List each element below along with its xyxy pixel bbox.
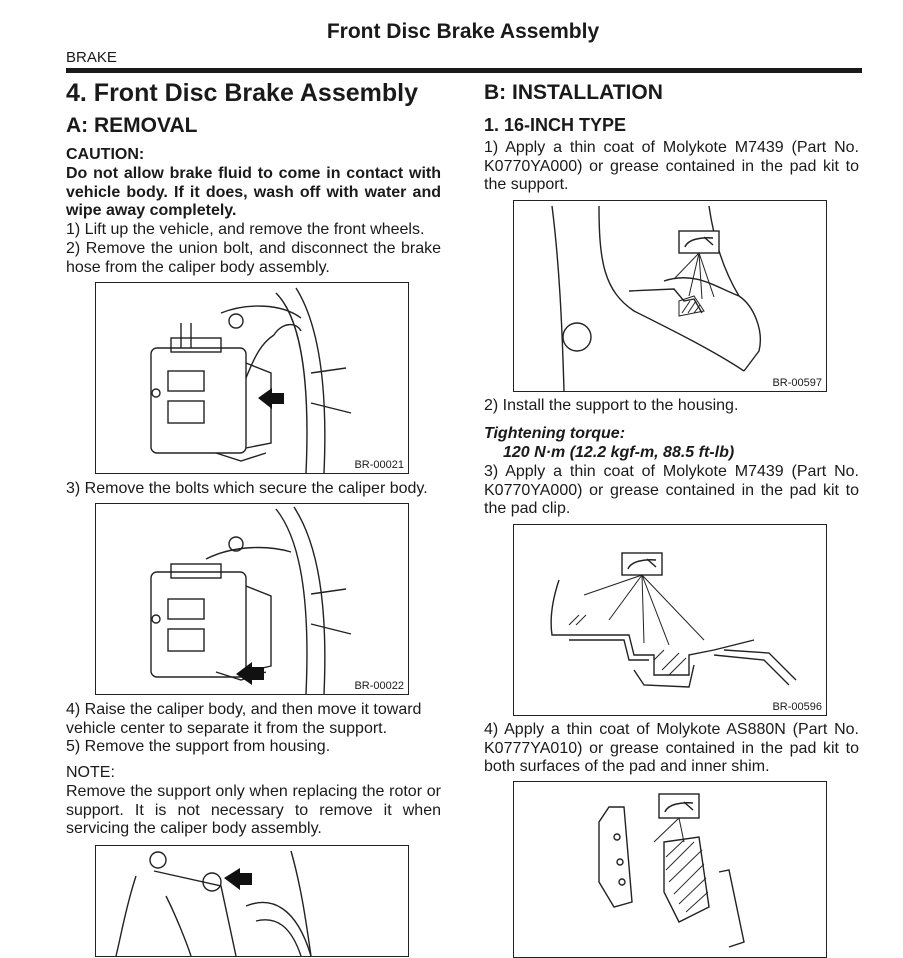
arrow-icon [236,662,264,685]
removal-heading: A: REMOVAL [66,114,198,137]
arrow-icon [224,868,252,890]
section-tag: BRAKE [66,49,117,66]
figure-code: BR-00597 [772,377,822,389]
figure-support-grease: BR-00597 [513,200,827,392]
note-label: NOTE: [66,764,115,781]
removal-step-3: 3) Remove the bolts which secure the cal… [66,480,428,497]
figure-code: BR-00021 [354,459,404,471]
removal-step-4: 4) Raise the caliper body, and then move… [66,701,422,737]
removal-step-1: 1) Lift up the vehicle, and remove the f… [66,221,425,238]
figure-code: BR-00022 [354,680,404,692]
figure-caliper-hose: BR-00021 [95,282,409,474]
torque-value: 120 N·m (12.2 kgf-m, 88.5 ft-lb) [503,444,735,461]
grease-icon [658,793,700,819]
figure-code: BR-00596 [772,701,822,713]
arrow-icon [258,388,284,409]
caution-label: CAUTION: [66,146,145,163]
caution-text: Do not allow brake fluid to come in cont… [66,165,441,219]
removal-step-5: 5) Remove the support from housing. [66,738,331,755]
removal-step-2: 2) Remove the union bolt, and disconnect… [66,240,441,276]
install-step-1: 1) Apply a thin coat of Molykote M7439 (… [484,139,859,193]
figure-support-removal [95,845,409,957]
header-rule [66,68,862,73]
caliper-hose-drawing [150,287,352,473]
installation-heading: B: INSTALLATION [484,81,663,104]
grease-icon [678,230,720,254]
figure-pad-shim [513,781,827,958]
grease-icon [621,552,663,576]
note-text: Remove the support only when replacing t… [66,783,441,837]
install-step-3: 3) Apply a thin coat of Molykote M7439 (… [484,463,859,517]
figure-caliper-bolts: BR-00022 [95,503,409,695]
type-heading: 1. 16-INCH TYPE [484,115,627,135]
install-step-4: 4) Apply a thin coat of Molykote AS880N … [484,721,859,775]
install-step-2: 2) Install the support to the housing. [484,397,739,414]
section-heading: 4. Front Disc Brake Assembly [66,79,418,107]
figure-pad-clip-grease: BR-00596 [513,524,827,716]
torque-label: Tightening torque: [484,425,626,442]
page-title: Front Disc Brake Assembly [326,20,600,43]
